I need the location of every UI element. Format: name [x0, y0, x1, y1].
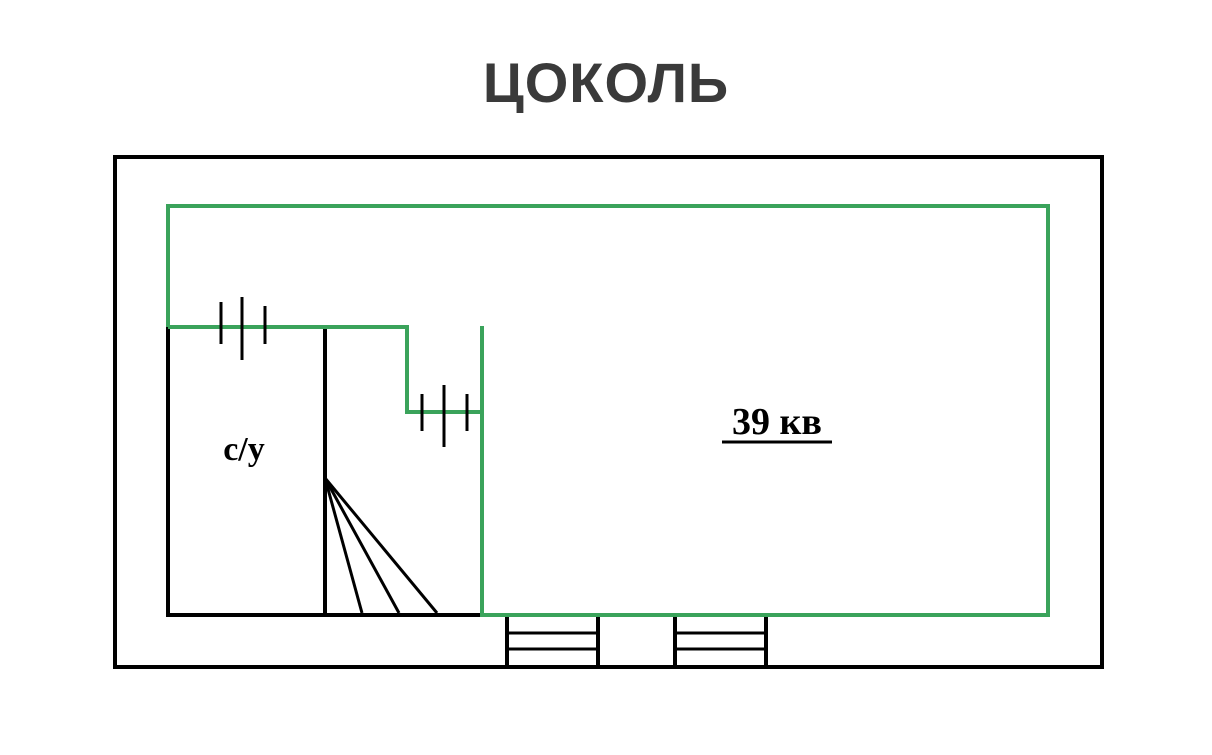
entrance-steps-right [673, 617, 768, 667]
window-symbol-left [219, 297, 267, 360]
outer-wall [113, 155, 1104, 669]
bathroom-label: с/у [223, 431, 265, 468]
bathroom-wall [166, 327, 482, 617]
area-boundary [166, 204, 1050, 617]
entrance-steps-left [505, 617, 600, 667]
main-area-label: 39 кв [732, 401, 822, 443]
staircase [323, 477, 439, 614]
window-symbol-right [420, 385, 469, 447]
page-title: ЦОКОЛЬ [482, 51, 730, 114]
